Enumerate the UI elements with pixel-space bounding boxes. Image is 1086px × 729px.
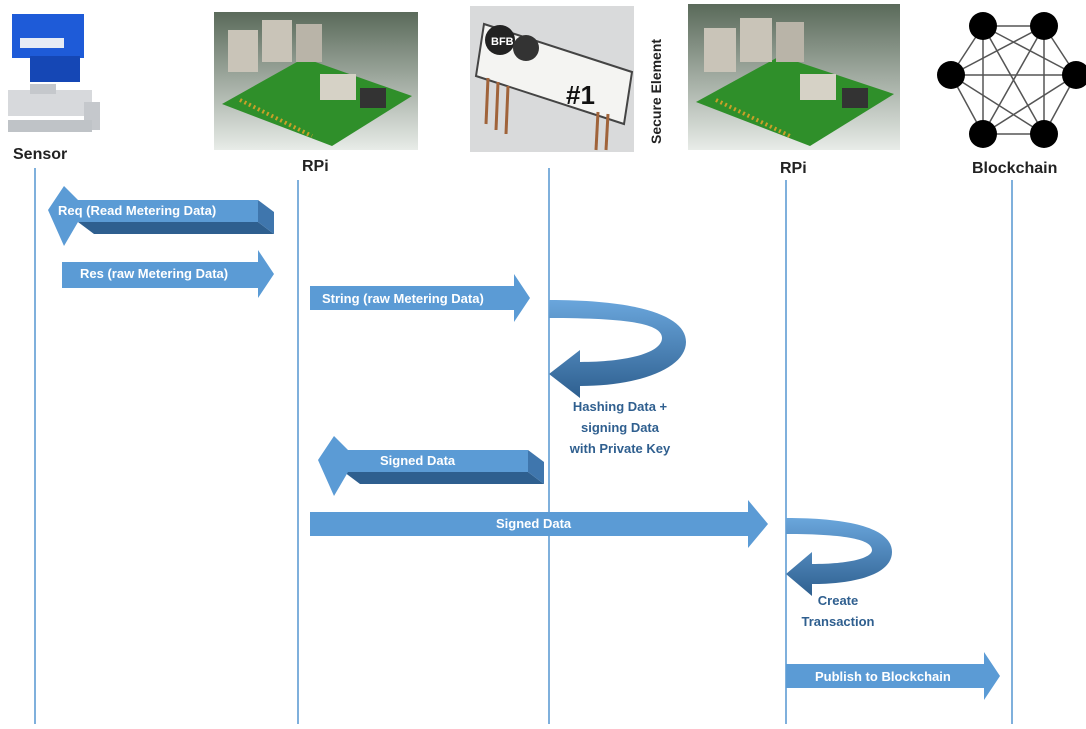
create-note-line1: Create bbox=[817, 593, 859, 608]
rpi-left-image bbox=[214, 12, 418, 150]
hashing-note-line2: signing Data bbox=[580, 420, 659, 435]
create-transaction-loop-arrow bbox=[786, 518, 892, 596]
sensor-label: Sensor bbox=[13, 146, 68, 163]
message-publish-arrow: Publish to Blockchain bbox=[786, 652, 1000, 700]
hashing-note-line1: Hashing Data + bbox=[572, 399, 668, 414]
hashing-note-line3: with Private Key bbox=[569, 441, 671, 456]
message-req-arrow: Req (Read Metering Data) bbox=[48, 186, 274, 246]
message-signed-forward-label: Signed Data bbox=[496, 516, 572, 531]
message-req-label: Req (Read Metering Data) bbox=[58, 203, 216, 218]
message-res-arrow: Res (raw Metering Data) bbox=[62, 250, 274, 298]
chip-brand-text: BFB bbox=[491, 36, 514, 48]
message-signed-forward-arrow: Signed Data bbox=[310, 500, 768, 548]
rpi-right-image bbox=[688, 4, 900, 150]
message-signed-return-label: Signed Data bbox=[380, 453, 456, 468]
rpi-left-label: RPi bbox=[302, 158, 329, 175]
message-res-label: Res (raw Metering Data) bbox=[80, 266, 228, 281]
rpi-right-label: RPi bbox=[780, 160, 807, 177]
hashing-note: Hashing Data + signing Data with Private… bbox=[540, 396, 700, 459]
message-signed-return-arrow: Signed Data bbox=[318, 436, 544, 496]
chip-number-text: #1 bbox=[566, 80, 595, 110]
secure-element-label: Secure Element bbox=[648, 39, 664, 144]
blockchain-network-icon bbox=[937, 12, 1086, 148]
message-string-arrow: String (raw Metering Data) bbox=[310, 274, 530, 322]
hashing-loop-arrow bbox=[549, 300, 686, 398]
message-string-label: String (raw Metering Data) bbox=[322, 291, 484, 306]
lifelines bbox=[34, 168, 1013, 724]
blockchain-label: Blockchain bbox=[972, 160, 1058, 177]
create-transaction-note: Create Transaction bbox=[778, 590, 898, 632]
secure-element-image: BFB #1 bbox=[470, 6, 634, 152]
message-publish-label: Publish to Blockchain bbox=[815, 669, 951, 684]
sensor-icon bbox=[8, 14, 100, 132]
create-note-line2: Transaction bbox=[801, 614, 875, 629]
